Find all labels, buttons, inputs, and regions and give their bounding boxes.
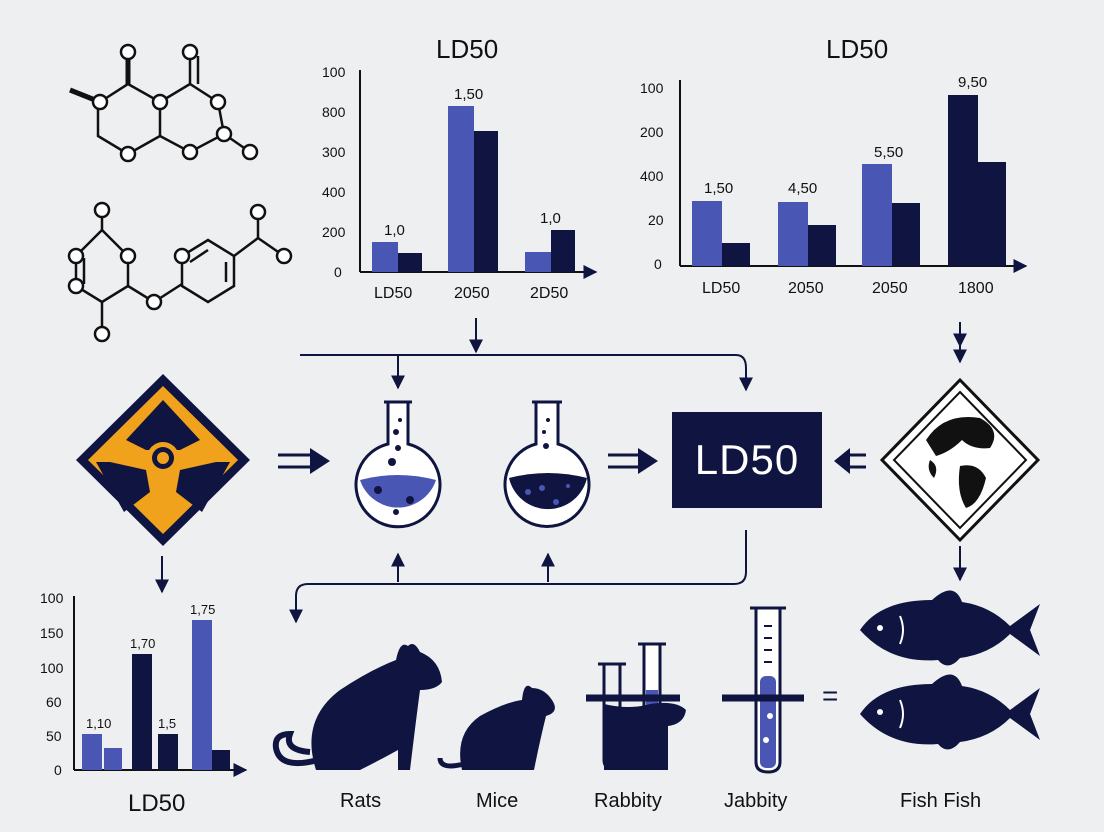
chart-b-bar <box>948 95 978 266</box>
chart-c-y-tick: 60 <box>46 694 62 710</box>
fish-label: Fish Fish <box>900 790 982 812</box>
chart-c-y-tick: 100 <box>40 660 64 676</box>
mice-label: Mice <box>476 790 519 812</box>
ld50-center-box: LD50 <box>672 412 822 508</box>
rat-icon <box>272 644 442 770</box>
rabbity-test-tube-icon <box>586 642 686 770</box>
chart-a-bar <box>474 131 498 272</box>
chart-c-bar <box>192 620 212 770</box>
chart-c-y-tick: 150 <box>40 625 64 641</box>
chart-b-category: 2050 <box>788 280 824 297</box>
chart-c-bar <box>82 734 102 770</box>
molecule-structure-top <box>69 43 259 163</box>
chart-b-bar <box>692 201 722 266</box>
chart-c-bar <box>104 748 122 770</box>
chart-c-y-tick: 0 <box>54 762 62 778</box>
double-arrow-right <box>278 448 330 474</box>
chart-a-category: 2050 <box>454 285 490 302</box>
chart-a-category: LD50 <box>374 285 413 302</box>
chart-b-bar <box>778 202 808 266</box>
chart-a-bar <box>448 106 474 272</box>
chart-b-bar <box>978 162 1006 266</box>
chart-a-bar <box>551 230 575 272</box>
chart-b-category: LD50 <box>702 280 741 297</box>
double-arrow-right-2 <box>608 448 658 474</box>
jabbity-label: Jabbity <box>724 790 788 812</box>
chart-a-title: LD50 <box>436 34 499 64</box>
chart-a-y-tick: 800 <box>322 104 346 120</box>
chart-b-value-label: 1,50 <box>704 180 734 197</box>
chart-c-y-tick: 50 <box>46 728 62 744</box>
chart-b-value-label: 9,50 <box>958 74 988 91</box>
chart-a-y-tick: 100 <box>322 64 346 80</box>
flask-icon <box>503 400 591 528</box>
globe-diamond-icon <box>879 377 1041 543</box>
chart-a-y-tick: 200 <box>322 224 346 240</box>
chart-a-category: 2D50 <box>530 285 569 302</box>
chart-a-bar <box>372 242 398 272</box>
chart-b-value-label: 5,50 <box>874 144 904 161</box>
chart-a-y-tick: 0 <box>334 264 342 280</box>
chart-a-y-tick: 300 <box>322 144 346 160</box>
mouse-icon <box>437 685 555 770</box>
chart-c-value-label: 1,70 <box>130 636 156 651</box>
radiation-hazard-icon <box>76 374 250 546</box>
chart-c-bar <box>158 734 178 770</box>
chart-a-y-tick: 400 <box>322 184 346 200</box>
fish-icon <box>860 674 1040 750</box>
chart-c-bar <box>132 654 152 770</box>
chart-a-bar <box>525 252 551 272</box>
chart-b-category: 1800 <box>958 280 994 297</box>
chart-b-bar <box>808 225 836 266</box>
chart-b-y-tick: 0 <box>654 256 662 272</box>
connector-lines <box>155 318 967 624</box>
chart-a-value-label: 1,0 <box>540 210 561 227</box>
chart-b-title: LD50 <box>826 34 889 64</box>
chart-a-bar <box>398 253 422 272</box>
flask-icon <box>354 400 442 529</box>
rabbity-label: Rabbity <box>594 790 662 812</box>
chart-c-value-label: 1,5 <box>158 716 177 731</box>
chart-b-y-tick: 400 <box>640 168 664 184</box>
rats-label: Rats <box>340 790 382 812</box>
chart-c-value-label: 1,75 <box>190 602 216 617</box>
chart-a-value-label: 1,0 <box>384 222 405 239</box>
chart-b-bar <box>722 243 750 266</box>
chart-b-value-label: 4,50 <box>788 180 818 197</box>
chart-c-title: LD50 <box>128 790 186 817</box>
double-arrow-left <box>834 448 866 474</box>
chart-b-y-tick: 200 <box>640 124 664 140</box>
chart-a-value-label: 1,50 <box>454 86 484 103</box>
chart-c-bar <box>212 750 230 770</box>
chart-c-value-label: 1,10 <box>86 716 112 731</box>
chart-b-category: 2050 <box>872 280 908 297</box>
chart-b-bar <box>862 164 892 266</box>
fish-icon <box>860 590 1040 666</box>
molecule-structure-bottom <box>67 201 293 343</box>
jabbity-test-tube-icon <box>722 606 804 774</box>
equals-sign: = <box>822 680 839 711</box>
chart-b-y-tick: 20 <box>648 212 664 228</box>
chart-b-bar <box>892 203 920 266</box>
chart-c-y-tick: 100 <box>40 590 64 606</box>
chart-b-y-tick: 100 <box>640 80 664 96</box>
